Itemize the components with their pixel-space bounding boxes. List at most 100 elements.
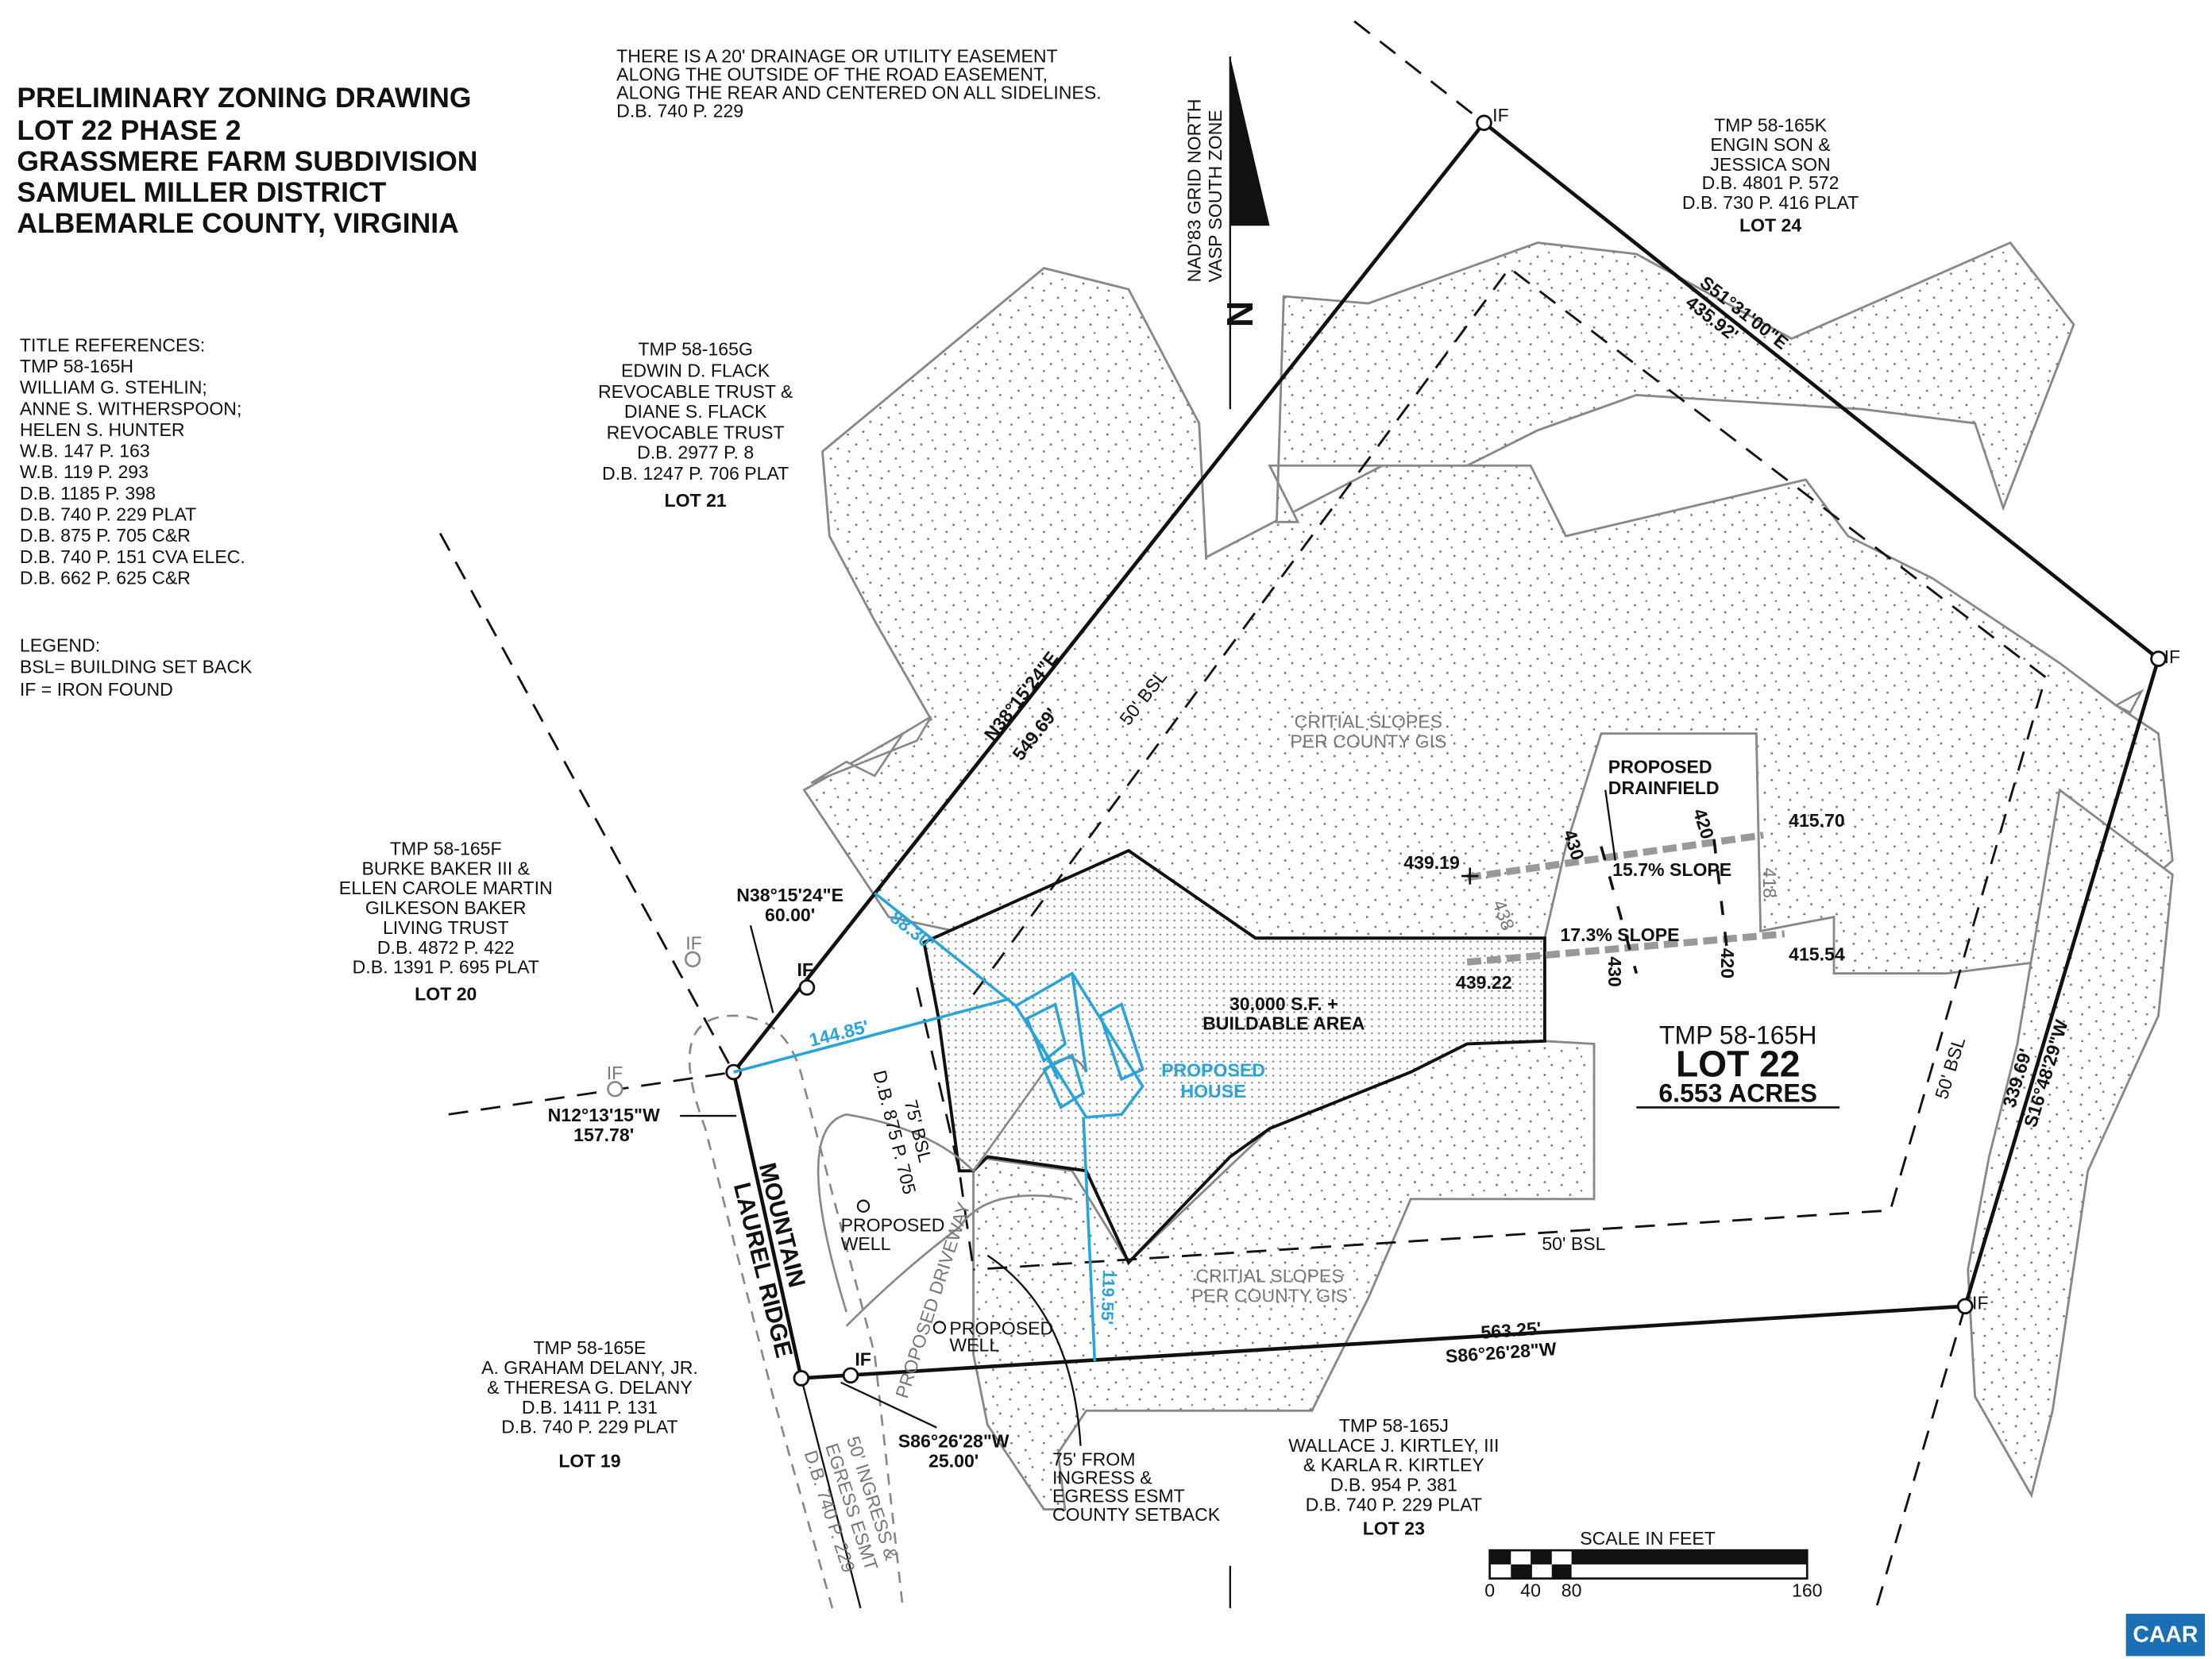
- north-arrow: NAD'83 GRID NORTH VASP SOUTH ZONE N: [1184, 56, 1270, 410]
- lot-boundary: [732, 120, 2161, 1380]
- drawing-text: D.B. 740 P. 151 CVA ELEC.: [20, 546, 245, 567]
- drawing-text: 50' BSL: [1931, 1035, 1969, 1101]
- drawing-text: 6.553 ACRES: [1658, 1078, 1817, 1107]
- drawing-text: ENGIN SON &: [1710, 134, 1831, 155]
- slope-label: 17.3% SLOPE: [1560, 924, 1679, 945]
- drawing-text: D.B. 1391 P. 695 PLAT: [353, 957, 539, 978]
- adjoining-lines: [438, 20, 1967, 1609]
- drainfield-label: PROPOSED: [1608, 756, 1712, 777]
- drawing-text: LOT 19: [558, 1450, 620, 1471]
- legend: LEGEND: BSL= BUILDING SET BACK IF = IRON…: [20, 635, 253, 700]
- drawing-text: D.B. 730 P. 416 PLAT: [1682, 192, 1859, 213]
- title-line: GRASSMERE FARM SUBDIVISION: [17, 145, 477, 177]
- if-label: IF: [2164, 646, 2181, 667]
- drawing-text: REVOCABLE TRUST: [607, 422, 785, 443]
- drawing-text: TMP 58-165J: [1339, 1415, 1449, 1436]
- drawing-text: SCALE IN FEET: [1580, 1528, 1716, 1549]
- drawing-text: D.B. 954 P. 381: [1330, 1475, 1457, 1495]
- title-line: ALBEMARLE COUNTY, VIRGINIA: [17, 207, 458, 239]
- drawing-text: W.B. 147 P. 163: [20, 441, 150, 461]
- drainfield-label: DRAINFIELD: [1608, 777, 1720, 798]
- easement-note: THERE IS A 20' DRAINAGE OR UTILITY EASEM…: [616, 45, 1101, 121]
- scale-bar: SCALE IN FEET 0 40 80 160: [1484, 1528, 1822, 1601]
- north-arrow-text: NAD'83 GRID NORTH: [1184, 98, 1205, 282]
- drawing-text: D.B. 740 P. 229 PLAT: [501, 1417, 677, 1437]
- if-label: IF: [1972, 1292, 1989, 1313]
- drawing-text: THERE IS A 20' DRAINAGE OR UTILITY EASEM…: [616, 45, 1057, 66]
- drawing-text: LOT 22: [1676, 1043, 1800, 1084]
- drawing-text: 60.00': [765, 905, 815, 925]
- drawing-text: LOT 24: [1739, 214, 1801, 235]
- drawing-text: A. GRAHAM DELANY, JR.: [481, 1357, 698, 1378]
- drawing-text: D.B. 662 P. 625 C&R: [20, 567, 191, 588]
- elevation: 415.70: [1789, 810, 1845, 831]
- if-label: IF: [685, 932, 702, 953]
- critical-slopes: [802, 241, 2174, 1511]
- drawing-text: 30,000 S.F. +: [1230, 993, 1338, 1014]
- elevation-cross: [1461, 867, 1479, 885]
- drawing-text: PROPOSED: [949, 1318, 1053, 1338]
- drawing-text: ALONG THE REAR AND CENTERED ON ALL SIDEL…: [616, 82, 1101, 102]
- drawing-text: EDWIN D. FLACK: [621, 360, 770, 380]
- drawing-text: WELL: [841, 1233, 891, 1254]
- drawing-text: GILKESON BAKER: [365, 897, 527, 918]
- drawing-text: WELL: [949, 1335, 999, 1356]
- title-line: PRELIMINARY ZONING DRAWING: [17, 82, 471, 114]
- elevation: 415.54: [1789, 944, 1845, 965]
- dimension-119-55: 119.55': [1098, 1269, 1118, 1325]
- drawing-text: INGRESS &: [1052, 1468, 1152, 1488]
- drawing-text: JESSICA SON: [1710, 154, 1830, 175]
- drawing-text: TMP 58-165H: [20, 356, 133, 376]
- contour-label: 418: [1759, 867, 1780, 898]
- drawing-text: COUNTY SETBACK: [1052, 1504, 1221, 1525]
- contour-label: 420: [1689, 806, 1719, 842]
- drawing-text: HELEN S. HUNTER: [20, 419, 185, 440]
- drawing-text: S86°26'28"W: [1445, 1338, 1558, 1367]
- if-label: IF: [607, 1063, 623, 1083]
- drawing-text: 157.78': [573, 1125, 634, 1145]
- drawing-text: D.B. 1411 P. 131: [522, 1397, 658, 1418]
- buildable-area: [922, 848, 1546, 1266]
- drawing-text: TITLE REFERENCES:: [20, 334, 205, 355]
- north-letter: N: [1219, 301, 1260, 327]
- title-references: TITLE REFERENCES: TMP 58-165H WILLIAM G.…: [20, 334, 245, 588]
- drawing-text: LOT 23: [1363, 1518, 1425, 1539]
- drawing-text: PROPOSED: [841, 1215, 945, 1236]
- drawing-text: D.B. 740 P. 229: [616, 101, 743, 122]
- drawing-text: WILLIAM G. STEHLIN;: [20, 377, 207, 398]
- adjoiner-lot-21: TMP 58-165G EDWIN D. FLACK REVOCABLE TRU…: [598, 339, 793, 511]
- drawing-text: CAAR: [2133, 1622, 2198, 1648]
- house-label: PROPOSED: [1161, 1059, 1265, 1080]
- drawing-text: D.B. 875 P. 705 C&R: [20, 525, 191, 546]
- drawing-text: 80: [1562, 1580, 1582, 1601]
- drawing-text: TMP 58-165G: [638, 339, 753, 360]
- drawing-text: DIANE S. FLACK: [624, 401, 767, 422]
- drawing-text: ELLEN CAROLE MARTIN: [339, 878, 553, 898]
- drawing-text: ALONG THE OUTSIDE OF THE ROAD EASEMENT,: [616, 64, 1048, 84]
- if-label: IF: [1492, 105, 1509, 125]
- title-block: PRELIMINARY ZONING DRAWING LOT 22 PHASE …: [17, 82, 477, 239]
- drawing-text: 75' FROM: [1052, 1449, 1135, 1470]
- drawing-text: LEGEND:: [20, 635, 100, 656]
- drawing-text: BSL= BUILDING SET BACK: [20, 656, 253, 677]
- elevation: 439.22: [1456, 972, 1512, 993]
- contour-label: 420: [1717, 948, 1738, 979]
- drawing-text: 50' BSL: [1542, 1233, 1605, 1254]
- drawing-text: TMP 58-165F: [390, 838, 502, 858]
- drawing-text: TMP 58-165E: [533, 1337, 646, 1358]
- drawing-text: 25.00': [928, 1450, 979, 1471]
- drawing-text: LOT 20: [415, 983, 477, 1004]
- drawing-text: REVOCABLE TRUST &: [598, 381, 793, 402]
- adjoiner-lot-23: TMP 58-165J WALLACE J. KIRTLEY, III & KA…: [1288, 1415, 1499, 1539]
- drawing-text: D.B. 740 P. 229 PLAT: [1306, 1494, 1482, 1514]
- if-label: IF: [797, 959, 814, 980]
- contour-label: 430: [1604, 956, 1625, 987]
- drawing-text: N12°13'15"W: [548, 1105, 660, 1125]
- drawing-text: ANNE S. WITHERSPOON;: [20, 398, 242, 419]
- drawing-text: LOT 21: [665, 490, 727, 511]
- north-arrow-text: VASP SOUTH ZONE: [1205, 110, 1226, 282]
- adjoiner-lot-20: TMP 58-165F BURKE BAKER III & ELLEN CARO…: [339, 838, 553, 1004]
- drawing-text: PER COUNTY GIS: [1290, 731, 1446, 751]
- drawing-text: W.B. 119 P. 293: [20, 461, 149, 482]
